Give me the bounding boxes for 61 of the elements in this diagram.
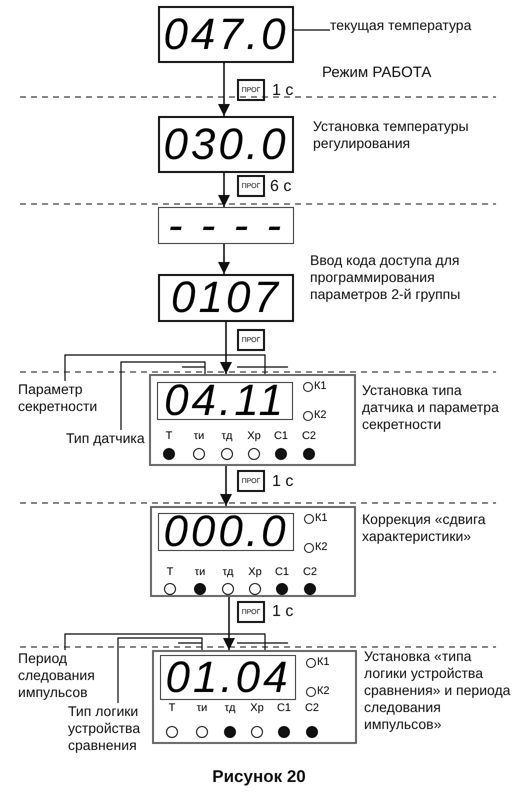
duration-label: 1 с bbox=[272, 603, 294, 620]
indicator-label: Т bbox=[168, 702, 176, 714]
digital-display: 047.0 bbox=[158, 6, 294, 63]
duration-label: 1 с bbox=[272, 82, 294, 99]
callout-text: текущая температура bbox=[330, 17, 505, 37]
leader-line bbox=[64, 354, 266, 381]
indicator-label: Хр bbox=[249, 702, 265, 714]
callout-text: Параметр секретности bbox=[18, 381, 118, 417]
arrow bbox=[218, 173, 230, 207]
indicator-label: Т bbox=[164, 430, 174, 442]
step-description: Коррекция «сдвига характеристики» bbox=[362, 511, 487, 545]
indicator-label: К1 bbox=[317, 656, 330, 668]
indicator-label: Т bbox=[166, 566, 174, 578]
digital-display: 0107 bbox=[158, 274, 294, 322]
indicator-label: С2 bbox=[300, 430, 318, 442]
indicator-label: τд bbox=[220, 430, 234, 442]
digital-display: 04.11 bbox=[157, 382, 293, 420]
arrow bbox=[223, 597, 235, 650]
leader-line bbox=[294, 29, 330, 31]
callout-text: Тип логики устройства сравнения bbox=[68, 703, 152, 757]
arrow bbox=[220, 322, 232, 374]
arrow bbox=[220, 466, 232, 506]
indicator-label: С2 bbox=[304, 702, 320, 714]
indicator-label: С1 bbox=[276, 702, 292, 714]
arrow bbox=[218, 63, 230, 116]
indicator-label: С2 bbox=[302, 566, 318, 578]
digital-display: 030.0 bbox=[158, 116, 294, 173]
indicator-label: τи bbox=[194, 566, 206, 578]
indicator-label: К2 bbox=[315, 541, 328, 553]
callout-text: Тип датчика bbox=[66, 430, 150, 448]
indicator-label: К1 bbox=[315, 512, 328, 524]
leader-line bbox=[117, 637, 203, 703]
indicator-label: τи bbox=[196, 702, 208, 714]
mode-label: Режим РАБОТА bbox=[322, 64, 432, 81]
indicator-label: С1 bbox=[274, 566, 290, 578]
step-description: Ввод кода доступа для программирования параметров 2-й группы bbox=[310, 252, 462, 303]
figure-caption: Рисунок 20 bbox=[211, 768, 307, 785]
step-description: Установка типа датчика и параметра секретности bbox=[362, 382, 500, 433]
digital-display: 01.04 bbox=[160, 655, 296, 700]
controller-panel bbox=[152, 650, 357, 744]
digital-display: - - - - bbox=[158, 207, 294, 244]
indicator-label: Хр bbox=[246, 430, 262, 442]
indicator-label: τи bbox=[192, 430, 206, 442]
callout-text: Период следования импульсов bbox=[18, 650, 123, 704]
leader-line bbox=[120, 361, 206, 430]
step-description: Установка «типа логики устройства сравнения» и периода следования импульсов» bbox=[364, 648, 512, 733]
indicator-label: К1 bbox=[314, 380, 327, 392]
step-description: Установка температуры регулирования bbox=[313, 118, 470, 152]
digital-display: 000.0 bbox=[158, 513, 294, 551]
duration-label: 6 с bbox=[270, 178, 292, 195]
duration-label: 1 с bbox=[272, 473, 294, 490]
indicator-label: τд bbox=[222, 566, 234, 578]
indicator-label: К2 bbox=[314, 409, 327, 421]
indicator-label: С1 bbox=[272, 430, 290, 442]
indicator-label: Хр bbox=[247, 566, 263, 578]
controller-panel bbox=[149, 374, 356, 466]
arrow bbox=[218, 244, 230, 274]
leader-line bbox=[64, 633, 266, 650]
controller-panel bbox=[150, 506, 356, 597]
indicator-label: τд bbox=[224, 702, 236, 714]
indicator-label: К2 bbox=[317, 685, 330, 697]
